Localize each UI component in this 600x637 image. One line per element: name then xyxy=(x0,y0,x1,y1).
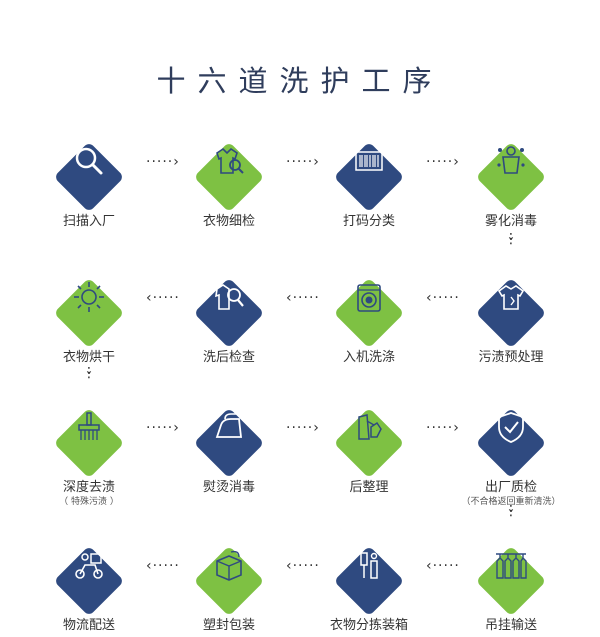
step-shrink-pack: 塑封包装 xyxy=(174,534,284,633)
delivery-scooter-icon xyxy=(75,553,103,579)
step-label: 入机洗涤 xyxy=(342,350,395,365)
step-barcode-sort: 打码分类 xyxy=(314,130,424,229)
step-label: 洗后检查 xyxy=(202,350,255,365)
shirt-spray-icon xyxy=(497,285,525,310)
step-label: 后整理 xyxy=(349,480,389,495)
arrow-down: ⋮ˇ xyxy=(504,503,518,525)
step-label: 雾化消毒 xyxy=(484,214,537,229)
sun-icon xyxy=(74,282,104,312)
hanging-clothes-icon xyxy=(496,553,527,579)
step-label: 衣物细检 xyxy=(202,214,255,229)
step-label: 熨烫消毒 xyxy=(202,480,255,495)
brush-icon xyxy=(78,412,100,440)
arrow-left: ‹····· xyxy=(426,290,460,306)
step-dry: 衣物烘干 xyxy=(34,266,144,365)
jacket-inspect-icon xyxy=(215,284,244,310)
arrow-right: ·····› xyxy=(146,420,180,436)
arrow-right: ·····› xyxy=(426,154,460,170)
package-icon xyxy=(216,550,242,581)
step-label: 打码分类 xyxy=(342,214,395,229)
step-hanging-convey: 吊挂输送 xyxy=(456,534,566,633)
step-quality-check: 出厂质检 （不合格返回重新清洗） xyxy=(456,396,566,507)
step-label: 衣物分拣装箱 xyxy=(329,618,408,633)
arrow-right: ·····› xyxy=(286,154,320,170)
step-sort-box: 衣物分拣装箱 xyxy=(314,534,424,633)
step-logistics: 物流配送 xyxy=(34,534,144,633)
arrow-down: ⋮ˇ xyxy=(504,231,518,253)
step-label: 物流配送 xyxy=(62,618,115,633)
step-label: 出厂质检 xyxy=(484,480,537,495)
step-detail-inspect: 衣物细检 xyxy=(174,130,284,229)
step-label: 深度去渍 xyxy=(62,480,115,495)
step-label: 吊挂输送 xyxy=(484,618,537,633)
shield-check-icon xyxy=(498,412,524,443)
arrow-left: ‹····· xyxy=(426,558,460,574)
sorting-icon xyxy=(360,552,378,579)
step-sublabel: （ 特殊污渍 ） xyxy=(59,497,119,507)
step-label: 塑封包装 xyxy=(202,618,255,633)
step-label: 扫描入厂 xyxy=(62,214,115,229)
washing-machine-icon xyxy=(357,284,381,312)
step-label: 衣物烘干 xyxy=(62,350,115,365)
step-iron-disinfect: 熨烫消毒 xyxy=(174,396,284,495)
step-mist-disinfect: 雾化消毒 xyxy=(456,130,566,229)
arrow-left: ‹····· xyxy=(146,558,180,574)
step-label: 污渍预处理 xyxy=(478,350,544,365)
step-sublabel: （不合格返回重新清洗） xyxy=(461,497,561,507)
steamer-icon xyxy=(358,414,382,440)
arrow-right: ·····› xyxy=(146,154,180,170)
step-finishing: 后整理 xyxy=(314,396,424,495)
magnifier-icon xyxy=(75,147,103,175)
barcode-icon xyxy=(355,151,383,171)
arrow-right: ·····› xyxy=(286,420,320,436)
arrow-down: ⋮ˇ xyxy=(82,365,96,387)
arrow-left: ‹····· xyxy=(286,290,320,306)
arrow-left: ‹····· xyxy=(286,558,320,574)
arrow-left: ‹····· xyxy=(146,290,180,306)
clothes-inspect-icon xyxy=(216,147,244,174)
step-scan-in: 扫描入厂 xyxy=(34,130,144,229)
step-deep-stain: 深度去渍 （ 特殊污渍 ） xyxy=(34,396,144,507)
arrow-right: ·····› xyxy=(426,420,460,436)
step-post-wash-check: 洗后检查 xyxy=(174,266,284,365)
step-stain-pretreat: 污渍预处理 xyxy=(456,266,566,365)
step-machine-wash: 入机洗涤 xyxy=(314,266,424,365)
virus-body-icon xyxy=(497,146,525,174)
page-title: 十六道洗护工序 xyxy=(156,64,444,98)
iron-icon xyxy=(215,413,243,438)
